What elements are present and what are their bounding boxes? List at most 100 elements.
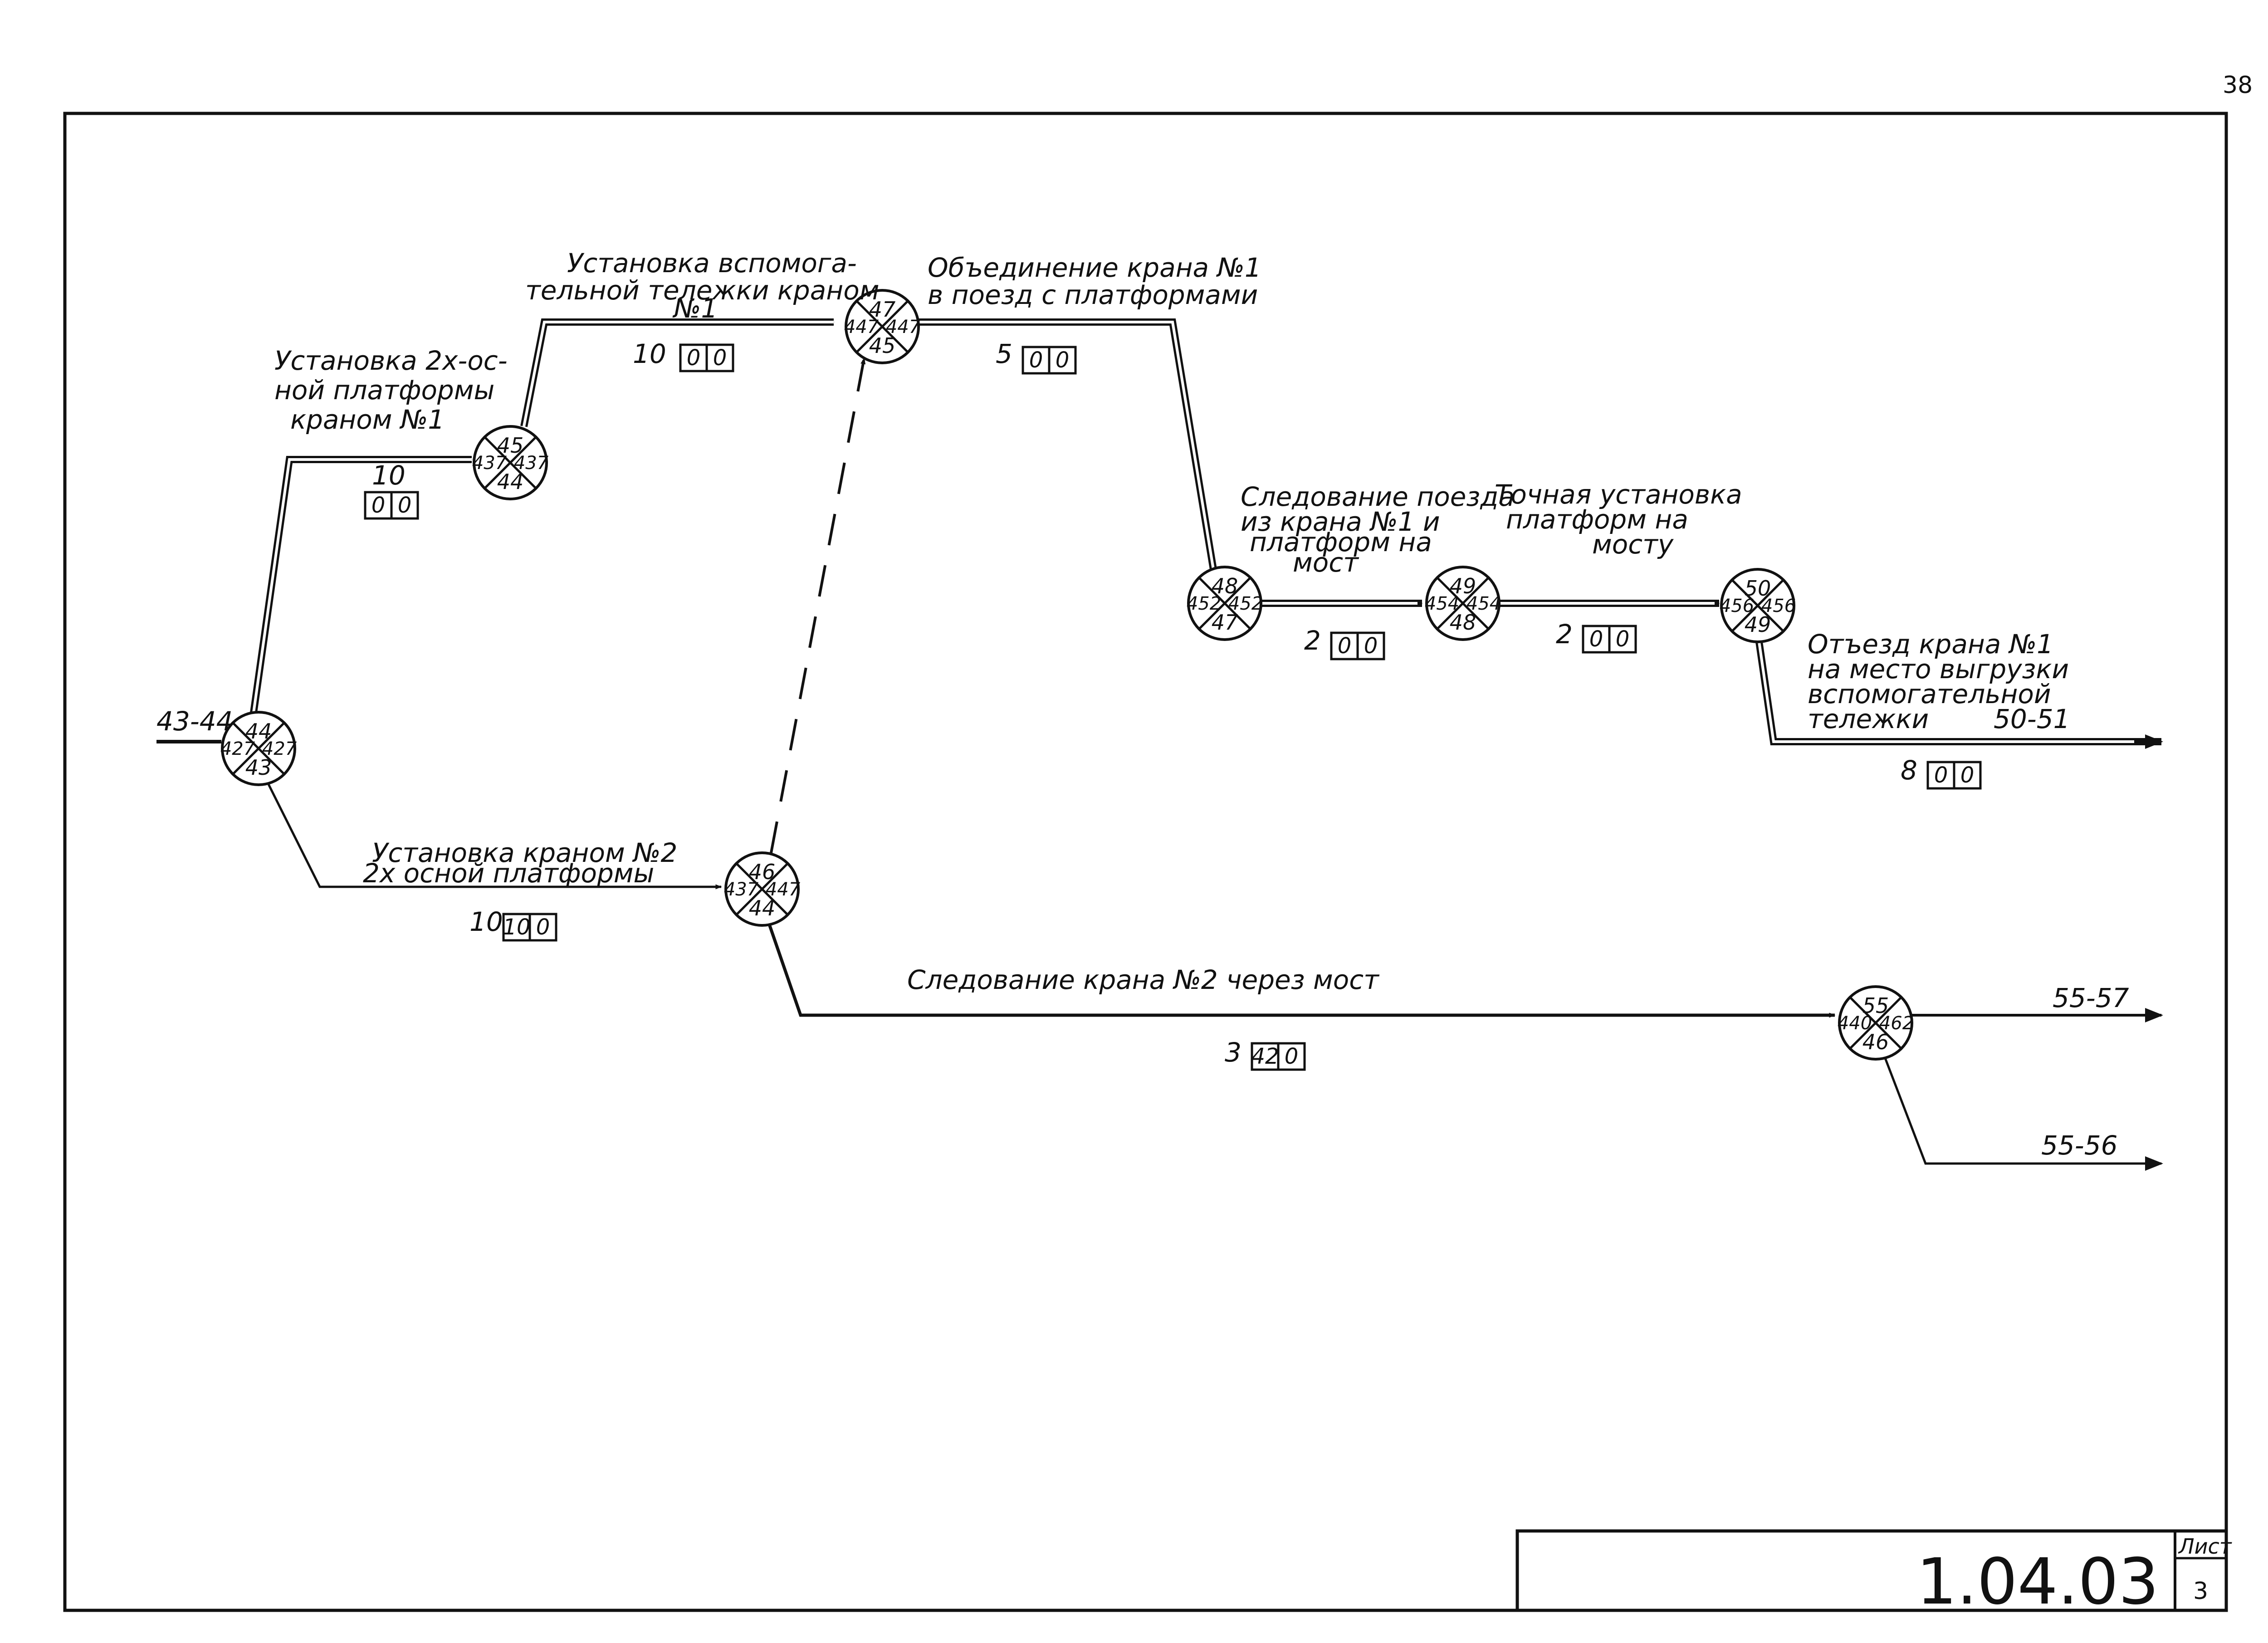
activity-target: 50-51 <box>1994 704 2070 734</box>
edge-55-56 <box>1883 1056 2163 1171</box>
sheet-label: Лист <box>2178 1534 2232 1559</box>
reserve-value: 10 <box>503 914 530 940</box>
event-node-bottom-value: 47 <box>1212 610 1238 635</box>
reserve-box <box>1953 761 1982 790</box>
activity-label: мост <box>1293 547 1359 578</box>
activity-label: тельной тележки краном <box>525 275 879 306</box>
edge-44-45 <box>249 456 473 717</box>
event-node-bottom-value: 49 <box>1745 612 1771 637</box>
output-label-55-57: 55-57 <box>2053 983 2129 1013</box>
reserve-value: 0 <box>1029 347 1043 373</box>
edge-44-46 <box>264 777 722 890</box>
reserve-value: 0 <box>1589 626 1603 652</box>
reserve-box <box>1608 625 1637 654</box>
activity-label: ной платформы <box>274 375 494 406</box>
sheet-number: 3 <box>2193 1578 2208 1605</box>
activity-label: Отъезд крана №1 <box>1808 629 2053 660</box>
event-node-right-value: 447 <box>766 879 801 900</box>
activity-label: Следование крана №2 через мост <box>907 964 1380 995</box>
page-number: 38 <box>2223 72 2253 99</box>
activity-duration: 10 <box>469 906 503 937</box>
output-label-55-56: 55-56 <box>2041 1130 2118 1161</box>
activity-label: краном №1 <box>290 404 445 435</box>
activity-label: из крана №1 и <box>1241 506 1440 537</box>
reserve-value: 0 <box>687 345 701 371</box>
event-node-bottom-value: 44 <box>497 469 524 494</box>
edge-45-47 <box>520 318 835 427</box>
event-node-bottom-value: 48 <box>1450 610 1476 635</box>
activity-duration: 10 <box>633 338 666 369</box>
event-node-top-value: 44 <box>245 719 272 743</box>
reserve-value: 0 <box>1934 763 1948 788</box>
event-node-left-value: 454 <box>1425 593 1459 614</box>
activity-label: вспомогательной <box>1808 679 2051 709</box>
event-node-divider <box>855 300 909 353</box>
event-node-bottom-value: 44 <box>749 896 776 920</box>
event-node-right-value: 462 <box>1879 1013 1914 1034</box>
reserve-box <box>390 491 419 520</box>
event-node-left-value: 452 <box>1187 593 1221 614</box>
event-node-divider <box>735 862 789 916</box>
reserve-box <box>528 913 557 942</box>
reserve-value: 0 <box>1616 626 1630 652</box>
edge-46-55 <box>767 922 1836 1018</box>
activity-label: платформ на <box>1250 527 1432 557</box>
reserve-box <box>1022 346 1051 375</box>
event-node-right-value: 454 <box>1466 593 1501 614</box>
reserve-box <box>502 913 531 942</box>
activity-duration: 2 <box>1556 619 1573 650</box>
activity-label: №1 <box>672 293 718 324</box>
reserve-value: 0 <box>1285 1044 1299 1069</box>
event-node-divider <box>1198 577 1251 630</box>
event-node-divider <box>1849 996 1902 1050</box>
event-node-bottom-value: 43 <box>245 755 272 780</box>
event-node-right-value: 447 <box>886 317 921 337</box>
event-node-top-value: 49 <box>1450 574 1476 598</box>
event-node-left-value: 427 <box>220 738 255 759</box>
event-node-left-value: 437 <box>472 453 507 474</box>
event-node-top-value: 55 <box>1862 993 1889 1018</box>
activity-label: в поезд с платформами <box>928 279 1258 310</box>
event-node-top-value: 46 <box>749 860 776 884</box>
dashed-dependency-46-47 <box>770 357 866 853</box>
event-node-top-value: 50 <box>1745 576 1771 601</box>
activity-label: мосту <box>1592 529 1674 560</box>
reserve-box <box>1582 625 1611 654</box>
reserve-box <box>1356 631 1385 660</box>
activity-label: Установка вспомога- <box>567 248 857 279</box>
event-node-left-value: 447 <box>844 317 879 337</box>
event-node-right-value: 452 <box>1228 593 1263 614</box>
event-node-top-value: 48 <box>1212 574 1238 598</box>
activity-label: Точная установка <box>1495 479 1742 510</box>
event-node-right-value: 427 <box>262 738 297 759</box>
activity-label: Объединение крана №1 <box>928 252 1261 283</box>
incoming-label: 43-44 <box>156 706 233 737</box>
reserve-value: 0 <box>371 493 386 518</box>
activity-duration: 5 <box>996 338 1012 369</box>
reserve-box <box>1277 1042 1306 1071</box>
activity-lines <box>156 318 2163 1171</box>
event-node-right-value: 437 <box>514 453 549 474</box>
activity-duration: 8 <box>1901 755 1917 786</box>
event-node-left-value: 440 <box>1838 1013 1872 1034</box>
activity-label: 2х осной платформы <box>363 858 654 889</box>
activity-duration: 3 <box>1225 1037 1242 1068</box>
activity-label: тележки <box>1808 704 1929 734</box>
reserve-value: 0 <box>713 345 727 371</box>
event-node-divider <box>484 436 537 489</box>
event-node-right-value: 456 <box>1761 596 1796 616</box>
activity-label: Следование поезда <box>1241 481 1515 512</box>
reserve-value: 0 <box>1338 633 1352 659</box>
event-node-top-value: 47 <box>869 297 896 322</box>
drawing-frame <box>63 112 2228 1612</box>
reserve-value: 0 <box>1364 633 1378 659</box>
